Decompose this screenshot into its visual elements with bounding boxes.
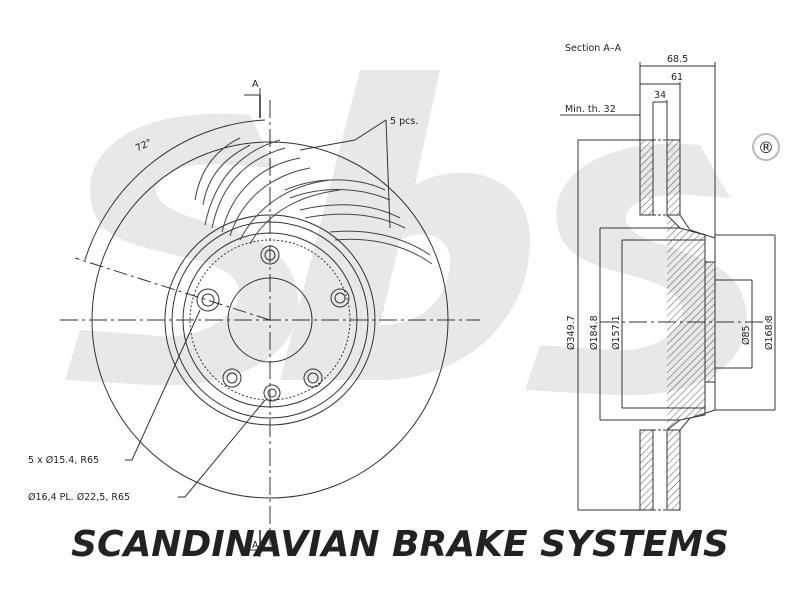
min-thickness-label: Min. th. 32 (565, 104, 616, 115)
bolt-holes-label: 5 x Ø15.4, R65 (28, 455, 99, 466)
diameter-pcd: Ø168.8 (764, 315, 775, 350)
diameter-bore: Ø85 (741, 325, 752, 345)
front-view (60, 88, 480, 557)
registered-mark: ® (752, 133, 780, 161)
pin-hole-label: Ø16,4 PL. Ø22,5, R65 (28, 492, 130, 503)
section-marker-top: A (252, 79, 259, 90)
diameter-hat: Ø184.8 (589, 315, 600, 350)
section-marker-bottom: A (252, 540, 259, 551)
diameter-inner: Ø157.1 (611, 315, 622, 350)
section-title: Section A–A (565, 43, 622, 54)
bolt-holes (196, 245, 350, 388)
svg-text:®: ® (758, 138, 774, 157)
pin-hole (263, 384, 281, 402)
section-view-labels: Section A–A Min. th. 32 68.5 61 34 Ø349.… (565, 43, 775, 350)
diameter-outer: Ø349.7 (566, 315, 577, 350)
vanes-count-label: 5 pcs. (390, 116, 418, 127)
width-friction: 61 (671, 72, 683, 83)
section-view (560, 62, 776, 511)
width-ring: 34 (654, 90, 666, 101)
width-overall: 68.5 (667, 54, 688, 65)
cooling-vanes (194, 137, 433, 265)
angle-arc (84, 119, 266, 261)
brand-watermark-text: SCANDINAVIAN BRAKE SYSTEMS (71, 524, 729, 565)
